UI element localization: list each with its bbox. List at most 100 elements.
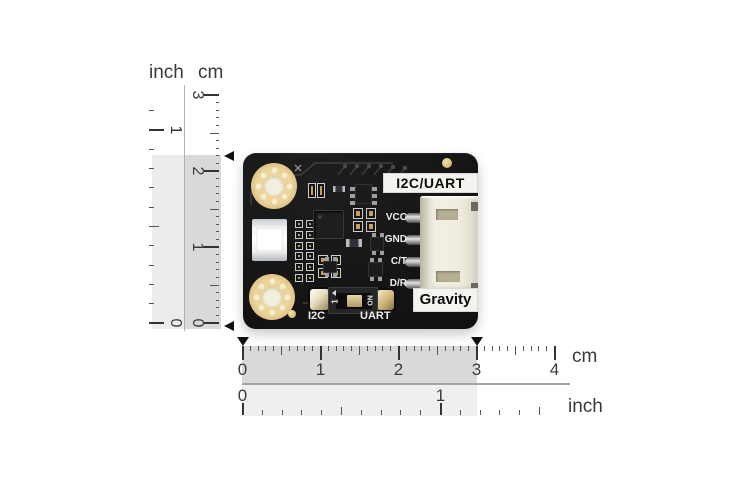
connector-back-wall	[420, 198, 431, 290]
hole-center	[262, 287, 282, 307]
ruler-tick	[216, 109, 219, 111]
solder-pad	[295, 231, 303, 239]
ruler-tick	[530, 346, 532, 351]
switch-body: 1 ON	[328, 287, 378, 314]
component-leg	[372, 201, 377, 205]
ruler-tick	[360, 410, 362, 415]
silkscreen-traces	[250, 162, 472, 304]
ruler-tick	[149, 245, 154, 247]
ruler-tick	[149, 187, 154, 189]
ruler-tick	[546, 346, 548, 351]
connector-notch-bottom	[436, 271, 460, 282]
ruler-tick	[499, 346, 501, 351]
castellation-hole	[286, 182, 293, 190]
ruler-tick	[327, 346, 329, 351]
connector-pin	[405, 279, 431, 289]
ruler-tick	[216, 269, 219, 271]
ruler-tick	[265, 346, 267, 351]
ruler-tick	[519, 410, 521, 415]
ruler-number: 3	[189, 90, 206, 100]
pcb-top-marker-icon	[224, 151, 234, 161]
switch-arrow-icon	[332, 290, 336, 296]
component-leg	[372, 194, 377, 198]
ruler-tick	[553, 346, 556, 360]
switch-on-label: ON	[367, 295, 375, 306]
ruler-tick	[515, 346, 516, 355]
ruler-number: 2	[393, 360, 404, 379]
ruler-tick	[374, 346, 376, 351]
solder-pad	[308, 183, 316, 198]
ruler-tick	[216, 193, 219, 195]
ruler-tick	[400, 410, 402, 415]
ruler-tick	[216, 200, 219, 202]
castellation-hole	[253, 293, 260, 301]
connector-key-bottom	[471, 283, 478, 292]
ruler-tick	[204, 94, 219, 96]
component-leg	[325, 273, 329, 277]
ruler-tick	[483, 346, 485, 351]
horizontal-ruler-divider	[242, 383, 570, 385]
smd-ic	[368, 262, 383, 277]
ruler-tick	[421, 346, 423, 351]
ruler-tick	[522, 346, 524, 351]
ruler-tick	[216, 231, 219, 233]
smd-resistor	[333, 186, 345, 192]
solder-pad	[306, 263, 314, 271]
main-ic-chip	[313, 210, 344, 239]
led-window	[256, 228, 283, 251]
ruler-tick	[204, 246, 219, 248]
vertical-ruler-divider	[184, 85, 185, 331]
horizontal-cm-unit-label: cm	[572, 346, 598, 367]
solder-pad	[306, 252, 314, 260]
ruler-tick	[216, 254, 219, 256]
ruler-number: 1	[189, 242, 206, 252]
vertical-inch-unit-label: inch	[149, 62, 184, 83]
ruler-tick	[475, 346, 478, 360]
interface-label: I2C/UART	[383, 173, 478, 193]
ruler-tick	[149, 264, 154, 266]
ruler-tick	[216, 314, 219, 316]
castellation-hole	[259, 171, 267, 179]
ruler-tick	[216, 117, 219, 119]
component-leg	[350, 187, 355, 191]
ruler-tick	[288, 346, 290, 351]
solder-pad	[366, 208, 376, 219]
castellation-hole	[255, 182, 262, 190]
component-leg	[378, 258, 382, 262]
ruler-number: 0	[237, 386, 248, 405]
ruler-tick	[359, 346, 360, 355]
ruler-tick	[241, 403, 244, 415]
ruler-tick	[241, 346, 244, 360]
pcb-left-marker-icon	[237, 337, 249, 346]
smd-ic	[323, 261, 337, 273]
ruler-tick	[507, 346, 509, 351]
horizontal-inch-unit-label: inch	[568, 396, 603, 417]
pin-label-ct: C/T	[390, 256, 407, 267]
ruler-tick	[405, 346, 407, 351]
component-leg	[380, 233, 384, 237]
component-leg	[333, 257, 337, 261]
ruler-tick	[216, 216, 219, 218]
solder-pad	[295, 274, 303, 282]
ruler-number: 0	[237, 360, 248, 379]
ic-pin1-dot	[318, 215, 322, 219]
ruler-tick	[216, 238, 219, 240]
vertical-cm-unit-label: cm	[198, 62, 224, 83]
ruler-tick	[149, 148, 154, 150]
pin-label-dr: D/R	[389, 278, 407, 289]
ruler-tick	[366, 346, 368, 351]
ruler-tick	[499, 410, 501, 415]
castellation-hole	[279, 304, 287, 312]
ruler-tick	[382, 346, 384, 351]
ruler-number: 1	[315, 360, 326, 379]
ruler-tick	[210, 208, 219, 210]
ruler-tick	[281, 346, 282, 355]
ruler-tick	[397, 346, 400, 360]
smd-resistor	[346, 239, 362, 247]
castellation-hole	[279, 282, 287, 290]
hole-center	[264, 176, 284, 196]
solder-pad	[353, 208, 363, 219]
connector-pin	[405, 213, 431, 223]
ruler-tick	[149, 110, 154, 112]
